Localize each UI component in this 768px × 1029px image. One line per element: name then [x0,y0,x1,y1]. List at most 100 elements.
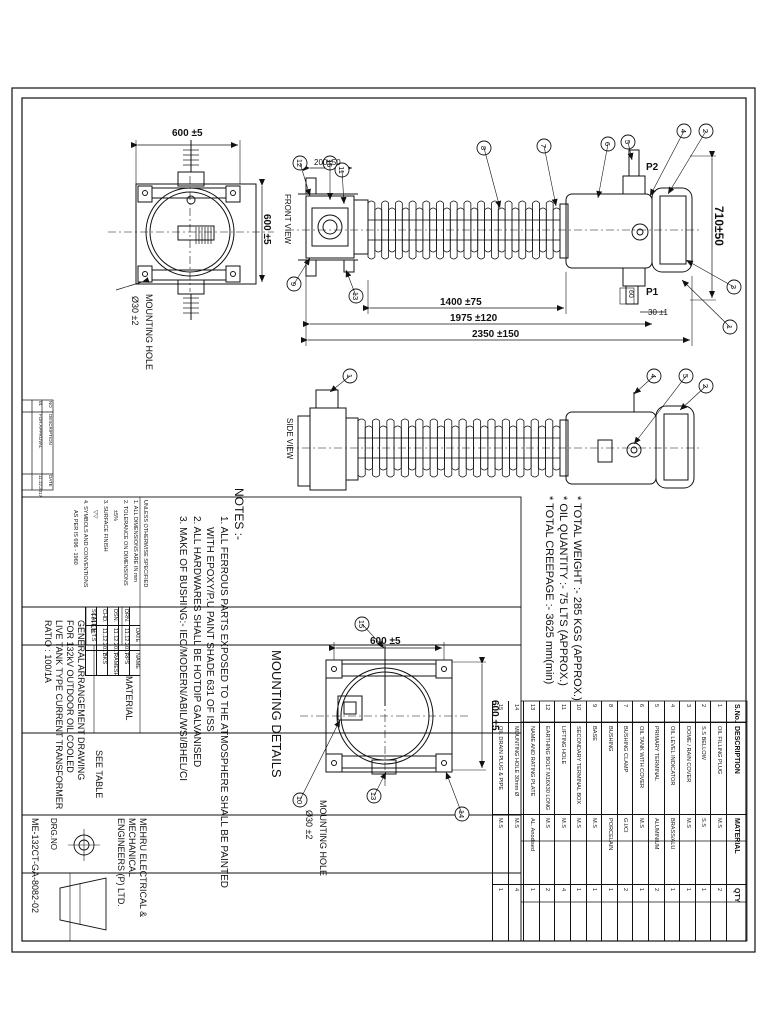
terminal-p1: P1 [646,287,659,298]
callout-number: 1 [725,325,734,329]
front-dim-1400: 1400 ±75 [440,297,482,308]
bushing-shed [501,418,510,478]
bom-table-grid [520,700,748,942]
callout-leader [667,130,707,195]
bom-cell: 2 [653,888,660,892]
bom-cell: 4 [664,701,680,723]
bushing-shed [532,200,540,260]
general-note-3: 2. TOLERANCE ON DIMENSIONS [122,500,128,586]
bushing-shed [530,418,539,478]
bom-header-cell: MATERIAL [727,815,747,885]
callout-number: 11 [337,166,346,174]
general-note-7: 4. SYMBOLS AND CONVENTIONS [82,500,88,588]
bom-cell: 10 [571,701,586,723]
bushing-shed [458,418,467,478]
revision-cell: DESCRIPTION [48,414,53,445]
side-view-drawing [286,389,700,491]
title-label: TITLE [89,612,98,634]
bom-cell: 1 [575,888,582,892]
bom-cell: 3 [680,701,695,723]
callout-leader [299,162,311,197]
callout-leader [345,269,357,297]
bom-cell: 1 [606,888,613,892]
bushing-shed [415,418,424,478]
bom-cell: MOUNTING HOLE 30mm Ø [508,723,524,815]
outer-border [11,87,756,953]
callout-number: 13 [369,792,378,800]
bom-cell: 14 [508,701,524,723]
bom-cell: M.S [571,815,586,885]
company-name: MEHRU ELECTRICAL & MECHANICAL ENGINEERS … [115,818,148,917]
bom-cell: SECONDARY TERMINAL BOX [571,723,586,815]
bom-cell: 2 [622,888,629,892]
callout-leader [329,375,351,393]
bushing-core [357,437,561,459]
spec-creepage: * TOTAL CREEPAGE :- 3625 mm(min) [543,496,555,685]
callout-number: 12 [295,159,304,167]
leader-group [293,130,735,815]
bom-cell: DOME / RAIN COVER [680,723,695,815]
bom-cell: BRASS/ALU [664,815,680,885]
bom-cell: AL. Anodised [524,815,539,885]
front-dim-30: 30 ±1 [648,308,668,317]
drg-number: ME-132CT-GA-8082-02 [30,818,40,914]
bom-cell: 1 [668,888,675,892]
bushing-shed [491,200,499,260]
callout-leader [483,147,502,209]
callout-leader [679,385,707,411]
bushing-shed [552,425,561,471]
callout-leader [445,771,463,815]
bushing-shed [381,200,389,260]
callout-leader [596,143,609,199]
bom-cell: 1 [684,888,691,892]
bom-cell: 9 [586,701,602,723]
bom-cell: S.S BELLOW [695,723,711,815]
callout-leader [340,169,347,205]
bom-cell: 1 [711,701,726,723]
bushing-shed [504,200,513,260]
callout-number: 5 [623,140,632,144]
revision-cell: FOR APPROVAL [38,414,43,449]
bom-cell: 1 [528,888,535,892]
end-view-height-dim: 600 ±5 [261,214,272,245]
bushing-shed [463,200,472,260]
callout-leader [633,375,655,395]
note-1: 1. ALL FERROUS PARTS EXPOSED TO THE ATMO… [218,516,229,888]
bom-cell: EARTHING BOLT M16X30 LONG [539,723,555,815]
sign-cell [130,607,140,626]
callout-number: 14 [457,810,466,818]
sign-cell: 11.12.2017 [108,626,118,655]
bushing-shed [552,207,561,253]
callout-number: 15 [357,620,366,628]
bom-cell: M.S [539,815,555,885]
revision-cell: DATE [48,475,53,487]
bom-cell: BASE [586,723,602,815]
terminal-p2: P2 [646,162,659,173]
bom-cell: 5 [649,701,664,723]
sign-cell: DSN. [108,607,118,626]
general-note-5: 3. SURFACE FINISH [102,500,108,552]
callout-number: 10 [295,796,304,804]
bom-cell: OIL FILLING PLUG [711,723,726,815]
side-view-title: SIDE VIEW [285,418,294,460]
bom-cell: M.S [555,815,571,885]
notes-list: 1. ALL FERROUS PARTS EXPOSED TO THE ATMO… [176,516,230,888]
bom-cell: M.S [493,815,508,885]
bushing-shed [516,418,525,478]
bom-cell: 2 [715,888,722,892]
sign-cell [86,651,96,676]
callout-number: 13 [351,292,360,300]
end-view-hole-size: Ø30 ±2 [130,296,140,326]
bom-cell: M.S [508,815,524,885]
front-dim-200: 200±50 [314,158,341,167]
bom-cell: M.S [711,815,726,885]
